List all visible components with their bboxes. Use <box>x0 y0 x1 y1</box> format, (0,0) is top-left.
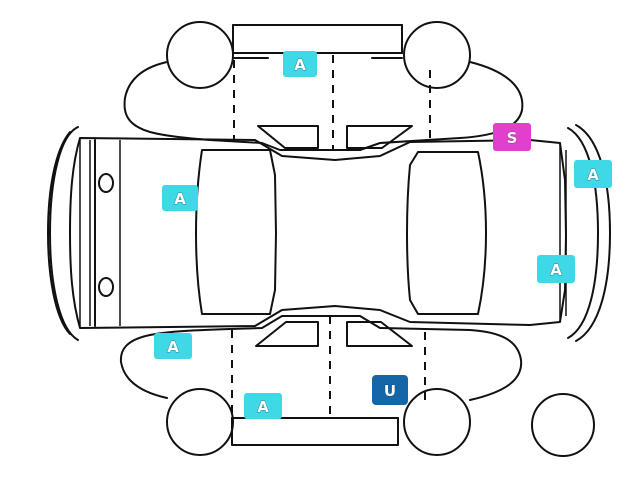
top-front-window <box>346 125 413 149</box>
marker-a-hood-label: A <box>294 56 306 74</box>
marker-a-front-bumper-bg <box>574 160 612 188</box>
marker-a-front-door-left[interactable]: A <box>244 393 282 419</box>
bottom-door-frame <box>231 417 399 446</box>
marker-a-front-bumper-label: A <box>587 166 599 184</box>
wheel-bottom-right <box>403 388 471 456</box>
bottom-body-outline <box>119 315 523 401</box>
marker-a-front-right-corner[interactable]: A <box>537 255 575 283</box>
top-roofline <box>232 24 403 33</box>
marker-a-rear-fender-left-bg <box>154 333 192 359</box>
bottom-rear-window <box>255 321 319 347</box>
marker-a-rear-fender-left-label: A <box>167 338 179 356</box>
marker-a-front-door-left-bg <box>244 393 282 419</box>
marker-s-front-right-bg <box>493 123 531 151</box>
wheel-bottom-left <box>166 388 234 456</box>
marker-a-front-right-corner-bg <box>537 255 575 283</box>
marker-u-right-front-door-label: U <box>384 382 396 400</box>
rear-bumper-outer <box>49 126 79 341</box>
marker-s-front-right-label: S <box>507 129 518 147</box>
marker-a-rear-door-left-bg <box>162 185 198 211</box>
bottom-front-window <box>346 321 413 347</box>
spare-wheel <box>531 393 595 457</box>
front-bumper-outer <box>567 127 599 339</box>
marker-a-rear-door-left[interactable]: A <box>162 185 198 211</box>
marker-a-hood[interactable]: A <box>283 51 317 77</box>
top-door-frame <box>232 31 403 54</box>
marker-a-front-bumper[interactable]: A <box>574 160 612 188</box>
rear-light-upper <box>98 173 114 193</box>
marker-u-right-front-door[interactable]: U <box>372 375 408 405</box>
marker-a-front-door-left-label: A <box>257 398 269 416</box>
marker-a-hood-bg <box>283 51 317 77</box>
marker-a-rear-door-left-label: A <box>174 190 186 208</box>
marker-a-rear-fender-left[interactable]: A <box>154 333 192 359</box>
rear-windshield <box>195 149 277 315</box>
wheel-top-right <box>403 21 471 89</box>
wheel-top-left <box>166 21 234 89</box>
marker-s-front-right[interactable]: S <box>493 123 531 151</box>
front-windshield <box>406 151 487 315</box>
marker-a-front-right-corner-label: A <box>550 261 562 279</box>
rear-light-lower <box>98 277 114 297</box>
car-body-top-view <box>69 137 567 329</box>
top-rear-window <box>257 125 319 149</box>
marker-u-right-front-door-bg <box>372 375 408 405</box>
